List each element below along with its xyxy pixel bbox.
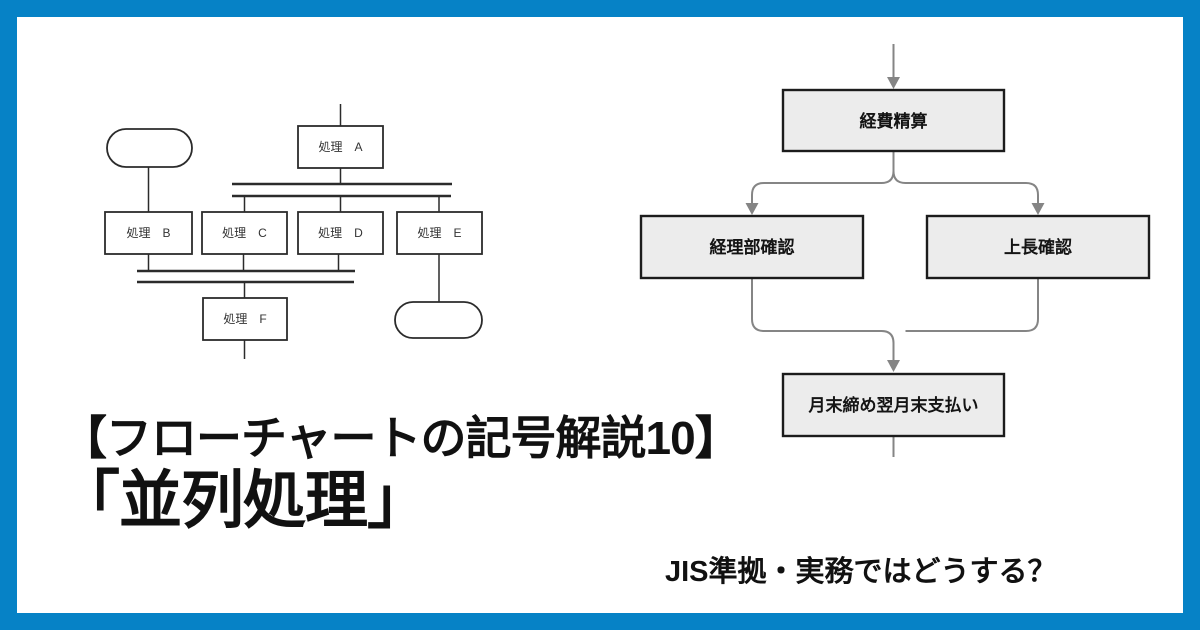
subtitle: JIS準拠・実務ではどうする？ <box>665 556 1057 588</box>
start-terminal-shape <box>106 128 193 168</box>
process-d-label: 処理 D <box>318 226 363 240</box>
payment-node <box>781 372 1006 438</box>
arrow-down-icon <box>887 360 900 372</box>
end-terminal-shape <box>394 301 483 339</box>
connector-line <box>751 278 895 360</box>
process-c-label: 処理 C <box>222 226 267 240</box>
process-b-label: 処理 B <box>126 226 170 240</box>
title-line1: 【フローチャートの記号解説10】 <box>61 412 741 464</box>
process-e-label: 処理 E <box>417 226 461 240</box>
process-a-box <box>297 125 384 169</box>
connector-line <box>905 278 1039 332</box>
accounting-label: 経理部確認 <box>710 237 795 257</box>
jis-flowchart: 処理 A 処理 B 処理 C 処理 D 処理 E 処理 F <box>104 104 483 359</box>
process-b-box <box>104 211 193 255</box>
process-f-box <box>202 297 288 341</box>
process-e-box <box>396 211 483 255</box>
process-a-label: 処理 A <box>318 140 362 154</box>
expense-label: 経費精算 <box>860 111 928 131</box>
process-d-box <box>297 211 384 255</box>
connector-line <box>751 151 895 203</box>
title-line2: 「並列処理」 <box>57 466 430 536</box>
arrow-down-icon <box>745 203 759 215</box>
arrow-down-icon <box>1031 203 1045 215</box>
connector-line <box>892 151 1039 203</box>
accounting-check-node <box>639 214 865 280</box>
process-f-label: 処理 F <box>223 312 266 326</box>
manager-label: 上長確認 <box>1004 237 1072 257</box>
process-c-box <box>201 211 288 255</box>
arrow-down-icon <box>887 77 900 89</box>
practical-flowchart: 経費精算 経理部確認 上長確認 月末締め翌月末支払い <box>639 44 1151 457</box>
expense-node <box>781 88 1006 153</box>
payment-label: 月末締め翌月末支払い <box>808 395 979 415</box>
manager-check-node <box>925 214 1151 280</box>
